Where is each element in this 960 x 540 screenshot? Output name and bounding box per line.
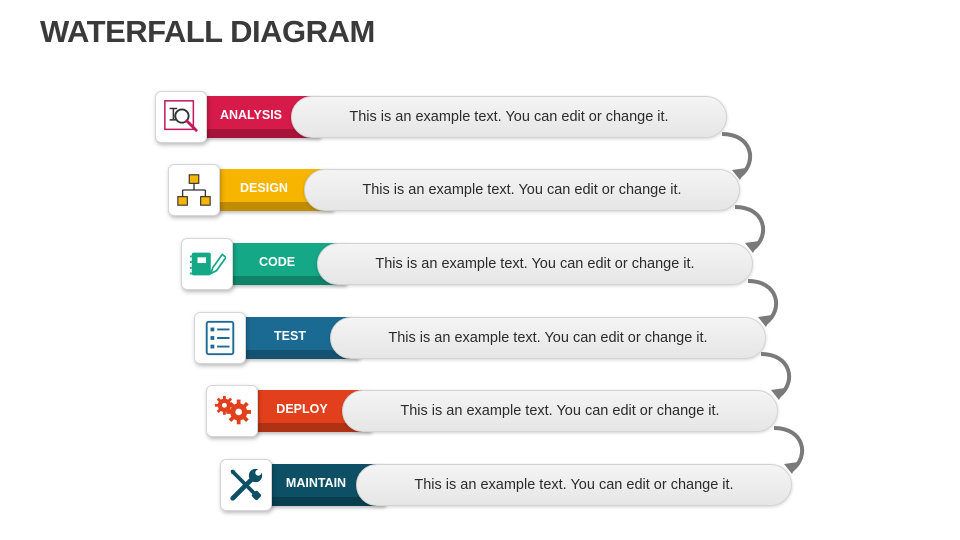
step-test: TEST This is an example text. You can ed… — [194, 312, 794, 364]
step-text: This is an example text. You can edit or… — [317, 243, 753, 285]
step-text: This is an example text. You can edit or… — [330, 317, 766, 359]
step-label: ANALYSIS — [219, 108, 283, 122]
wrench-screwdriver-icon — [220, 459, 272, 511]
curved-arrow-icon — [734, 205, 766, 253]
checklist-icon — [194, 312, 246, 364]
step-text: This is an example text. You can edit or… — [304, 169, 740, 211]
step-text: This is an example text. You can edit or… — [342, 390, 778, 432]
step-design: DESIGN This is an example text. You can … — [168, 164, 768, 216]
curved-arrow-icon — [721, 132, 753, 180]
curved-arrow-icon — [773, 426, 805, 474]
step-label: DESIGN — [240, 181, 288, 195]
step-text: This is an example text. You can edit or… — [356, 464, 792, 506]
step-maintain: MAINTAIN This is an example text. You ca… — [220, 459, 820, 511]
step-label: CODE — [258, 255, 296, 269]
step-analysis: ANALYSIS This is an example text. You ca… — [155, 91, 755, 143]
hierarchy-icon — [168, 164, 220, 216]
magnifier-icon — [155, 91, 207, 143]
step-label: TEST — [274, 329, 306, 343]
curved-arrow-icon — [747, 279, 779, 327]
step-code: CODE This is an example text. You can ed… — [181, 238, 781, 290]
curved-arrow-icon — [760, 352, 792, 400]
step-text: This is an example text. You can edit or… — [291, 96, 727, 138]
gears-icon — [206, 385, 258, 437]
step-label: MAINTAIN — [285, 476, 347, 490]
notebook-pencil-icon — [181, 238, 233, 290]
step-label: DEPLOY — [276, 402, 328, 416]
page-title: WATERFALL DIAGRAM — [40, 14, 375, 49]
step-deploy: DEPLOY This is an example text. You can … — [206, 385, 806, 437]
